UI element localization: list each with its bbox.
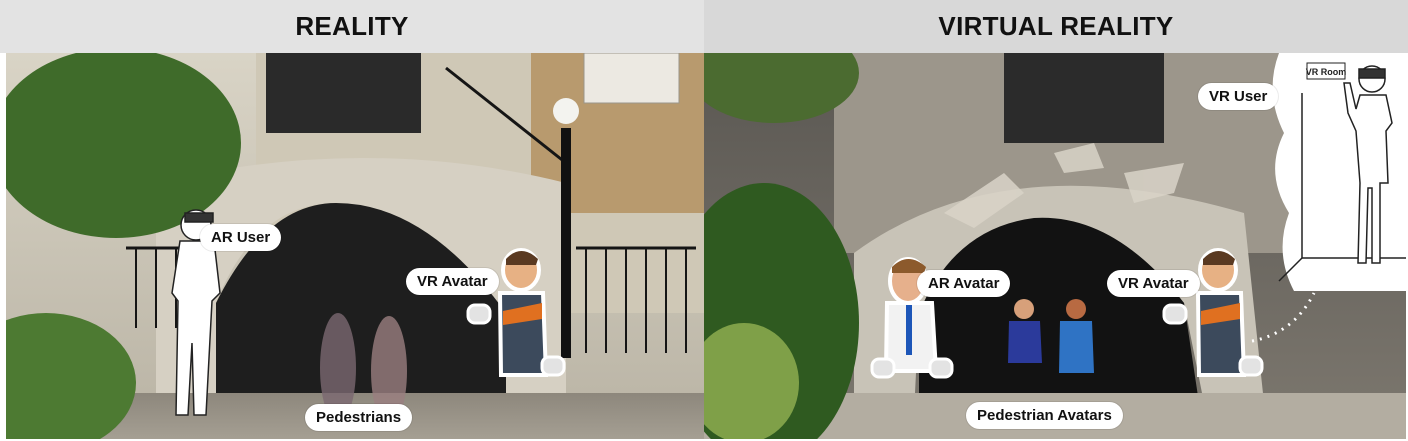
vr-room-sign	[1306, 62, 1346, 80]
vr-user-label: VR User	[1198, 83, 1279, 110]
virtual-reality-title: VIRTUAL REALITY	[938, 11, 1174, 41]
pedestrian-avatar-2	[1059, 299, 1094, 373]
reality-panel: REALITY	[0, 0, 704, 439]
vr-room-sign-text: VR Room	[1306, 67, 1347, 77]
vr-avatar-figure-virtual	[1162, 248, 1264, 377]
reality-scene-photo	[6, 53, 704, 439]
reality-scene-illustration	[6, 53, 704, 439]
virtual-reality-panel: VIRTUAL REALITY	[704, 0, 1408, 441]
pedestrian-avatars-label: Pedestrian Avatars	[966, 402, 1123, 429]
virtual-reality-scene-illustration: VR Room	[704, 53, 1406, 439]
vr-avatar-virtual-label: VR Avatar	[1107, 270, 1200, 297]
vr-user-figure	[1343, 65, 1393, 264]
ar-user-label: AR User	[200, 224, 282, 251]
ar-avatar-figure	[870, 257, 954, 379]
pedestrian-avatar-1	[1008, 299, 1042, 363]
virtual-reality-header: VIRTUAL REALITY	[704, 0, 1408, 53]
reality-title: REALITY	[295, 11, 409, 41]
ar-avatar-label: AR Avatar	[917, 270, 1011, 297]
vr-avatar-label: VR Avatar	[406, 268, 499, 295]
pedestrians-label: Pedestrians	[305, 404, 413, 431]
vr-avatar-figure	[466, 248, 566, 377]
virtual-reality-scene: VR Room	[704, 53, 1406, 439]
reality-header: REALITY	[0, 0, 704, 53]
